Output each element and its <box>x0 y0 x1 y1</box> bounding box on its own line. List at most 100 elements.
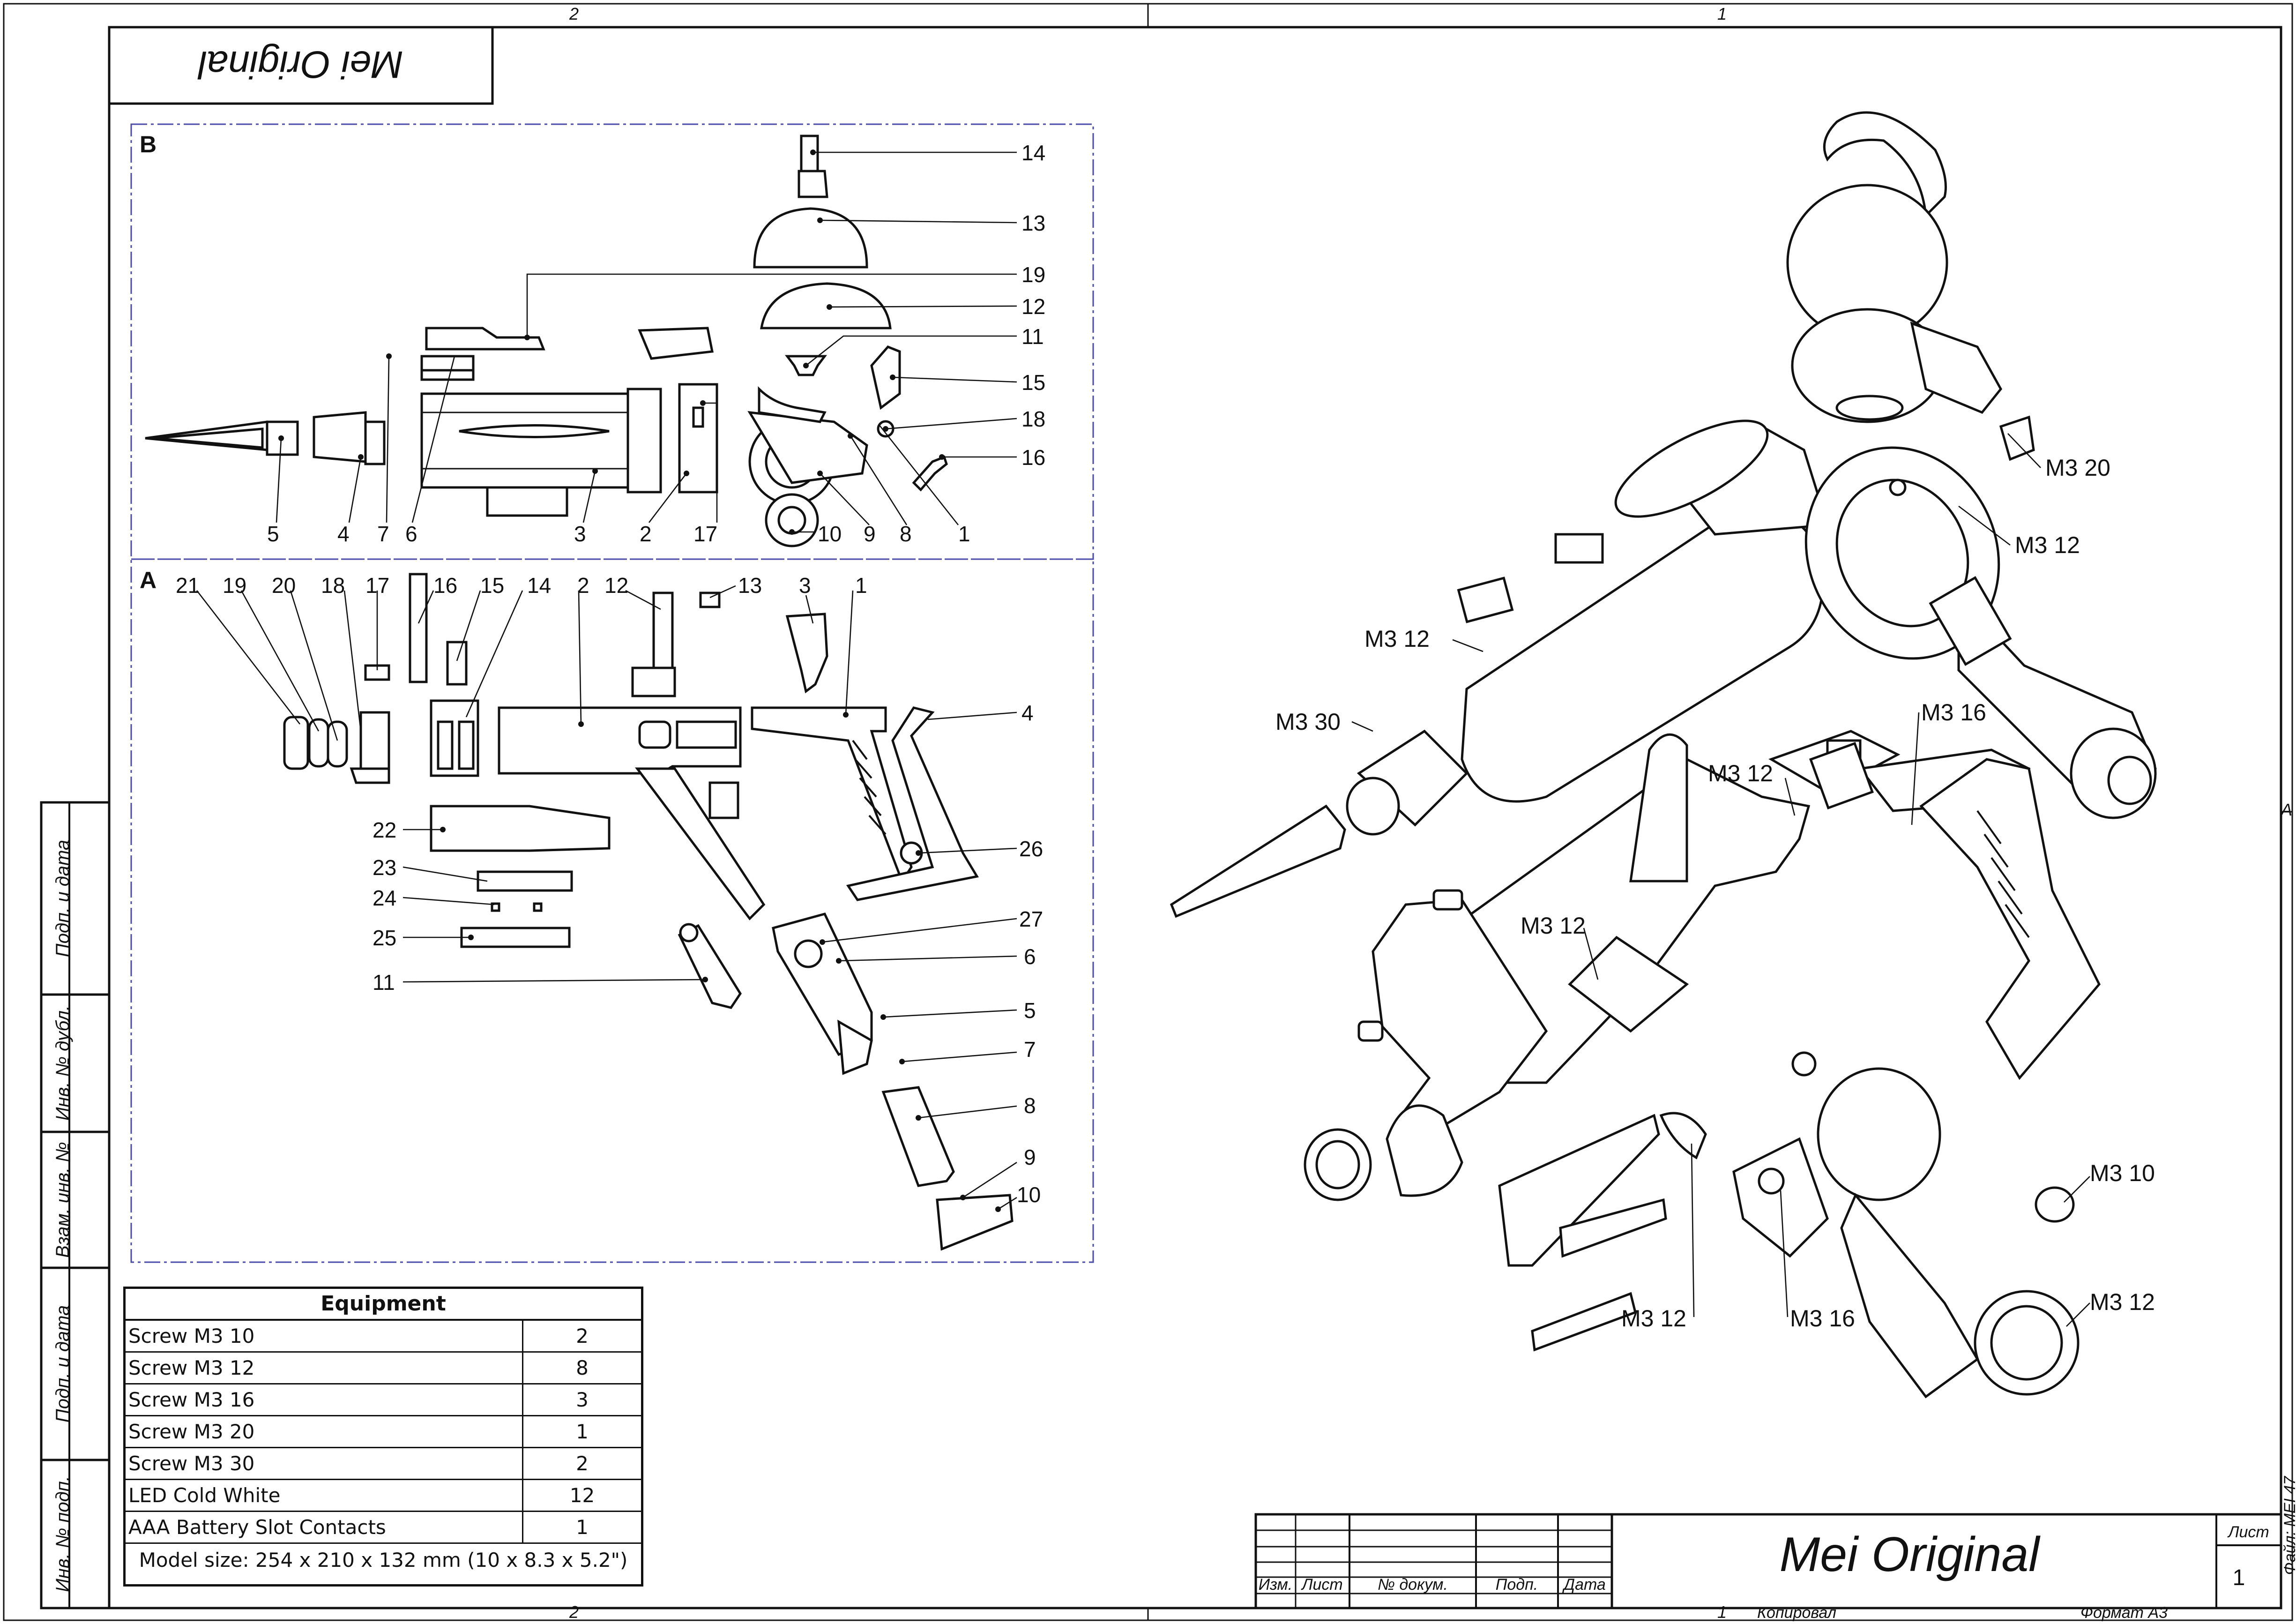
section-boxes: B A <box>130 123 1094 1263</box>
equipment-title: Equipment <box>126 1289 641 1321</box>
callout-b-17: 17 <box>693 522 717 546</box>
callout-a-21: 21 <box>176 573 200 598</box>
assembly-view <box>1170 111 2157 1399</box>
callout-a-5: 5 <box>1024 998 1036 1023</box>
callout-a-8: 8 <box>1024 1093 1036 1118</box>
side-stamp-label: Взам. инв. № <box>52 1142 73 1257</box>
callout-b-11: 11 <box>1021 324 1044 349</box>
callout-a-20: 20 <box>272 573 296 598</box>
file-label: Файл: MEI 47 <box>2281 1476 2296 1575</box>
callout-a-26: 26 <box>1019 837 1043 861</box>
table-row: AAA Battery Slot Contacts 1 <box>126 1512 641 1544</box>
callout-a-1: 1 <box>855 573 867 598</box>
assembly-label: M3 16 <box>1921 699 1986 726</box>
callout-a-7: 7 <box>1024 1037 1036 1062</box>
callout-b-4: 4 <box>337 522 350 546</box>
side-stamp-label: Инв. № дубл. <box>52 1005 73 1121</box>
callout-b-7: 7 <box>377 522 389 546</box>
title-block: Изм. Лист № докум. Подп. Дата Mei Origin… <box>1254 1476 2296 1622</box>
table-row: Screw M3 10 2 <box>126 1321 641 1353</box>
callout-a-10: 10 <box>1017 1182 1041 1207</box>
callout-a-9: 9 <box>1024 1145 1036 1169</box>
callout-a-14: 14 <box>527 573 551 598</box>
zone-label: 1 <box>1717 1602 1727 1622</box>
callout-a-15: 15 <box>480 573 504 598</box>
assembly-label: M3 10 <box>2090 1160 2155 1186</box>
side-stamp-label: Подп. и дата <box>52 1305 73 1422</box>
callout-a-23: 23 <box>373 855 396 880</box>
callout-a-18: 18 <box>321 573 345 598</box>
section-b-parts <box>145 135 948 547</box>
table-row: Screw M3 12 8 <box>126 1353 641 1385</box>
side-stamp: Подп. и дата Инв. № дубл. Взам. инв. № П… <box>40 801 111 1609</box>
callout-a-17: 17 <box>365 573 389 598</box>
callout-b-3: 3 <box>574 522 586 546</box>
section-b-label: B <box>140 131 157 157</box>
side-stamp-label: Подп. и дата <box>52 840 73 957</box>
title-header: № докум. <box>1378 1576 1448 1594</box>
equipment-qty: 12 <box>569 1484 595 1507</box>
equipment-name: Screw M3 20 <box>126 1416 523 1447</box>
callout-a-25: 25 <box>373 926 396 950</box>
title-block-name: Mei Original <box>1780 1527 2041 1582</box>
equipment-qty: 1 <box>576 1420 589 1443</box>
title-header: Лист <box>1301 1576 1343 1594</box>
section-a-label: A <box>140 567 157 593</box>
callout-b-19: 19 <box>1021 262 1045 287</box>
callout-b-18: 18 <box>1021 407 1045 431</box>
zone-label: 2 <box>569 4 579 23</box>
stamp-box: Mei Original <box>108 26 494 105</box>
callout-b-13: 13 <box>1021 211 1045 235</box>
assembly-label: M3 12 <box>1521 913 1586 939</box>
equipment-qty: 2 <box>576 1452 589 1475</box>
side-stamp-label: Инв. № подп. <box>52 1476 73 1592</box>
equipment-qty: 3 <box>576 1388 589 1411</box>
table-row: Screw M3 16 3 <box>126 1385 641 1416</box>
assembly-label: M3 12 <box>2015 532 2080 558</box>
equipment-qty: 8 <box>576 1356 589 1379</box>
equipment-name: LED Cold White <box>126 1480 523 1511</box>
callout-b-10: 10 <box>818 522 842 546</box>
equipment-qty: 2 <box>576 1325 589 1347</box>
zone-label: 1 <box>1717 4 1727 23</box>
assembly-label: M3 12 <box>1708 760 1773 786</box>
callout-a-3: 3 <box>799 573 811 598</box>
assembly-label: M3 12 <box>2090 1289 2155 1315</box>
zone-label: A <box>2280 800 2292 819</box>
copied-label: Копировал <box>1757 1604 1836 1622</box>
callout-b-12: 12 <box>1021 294 1045 319</box>
section-a-callouts: 21 19 20 18 17 16 15 14 2 12 13 3 1 4 22… <box>176 573 1043 1212</box>
callout-b-9: 9 <box>864 522 876 546</box>
callout-a-24: 24 <box>373 886 396 910</box>
callout-b-1: 1 <box>958 522 970 546</box>
title-header: Изм. <box>1259 1576 1293 1594</box>
equipment-name: Screw M3 16 <box>126 1385 523 1415</box>
callout-a-12: 12 <box>604 573 628 598</box>
equipment-qty: 1 <box>576 1516 589 1539</box>
callout-a-4: 4 <box>1021 701 1034 725</box>
equipment-name: AAA Battery Slot Contacts <box>126 1512 523 1542</box>
section-b-callouts: 14 13 19 12 11 15 18 16 5 4 7 6 3 2 17 1… <box>267 141 1045 546</box>
table-row: LED Cold White 12 <box>126 1480 641 1512</box>
callout-b-6: 6 <box>405 522 417 546</box>
equipment-name: Screw M3 10 <box>126 1321 523 1351</box>
zone-label: 2 <box>569 1602 579 1622</box>
title-header: Дата <box>1562 1576 1606 1594</box>
callout-a-16: 16 <box>433 573 457 598</box>
equipment-name: Screw M3 30 <box>126 1448 523 1479</box>
assembly-label: M3 20 <box>2045 455 2110 481</box>
assembly-label: M3 12 <box>1364 626 1430 652</box>
equipment-table: Equipment Screw M3 10 2 Screw M3 12 8 Scre… <box>123 1287 643 1587</box>
callout-b-15: 15 <box>1021 370 1045 395</box>
equipment-name: Screw M3 12 <box>126 1353 523 1383</box>
format-label: Формат A3 <box>2080 1604 2168 1622</box>
callout-a-13: 13 <box>738 573 762 598</box>
sheet-label: Лист <box>2227 1523 2269 1541</box>
callout-a-11: 11 <box>373 970 395 995</box>
assembly-label: M3 12 <box>1621 1305 1686 1332</box>
callout-a-2: 2 <box>577 573 589 598</box>
table-row: Screw M3 20 1 <box>126 1416 641 1448</box>
callout-a-6: 6 <box>1024 944 1036 969</box>
assembly-label: M3 16 <box>1790 1305 1855 1332</box>
assembly-label: M3 30 <box>1275 709 1341 735</box>
